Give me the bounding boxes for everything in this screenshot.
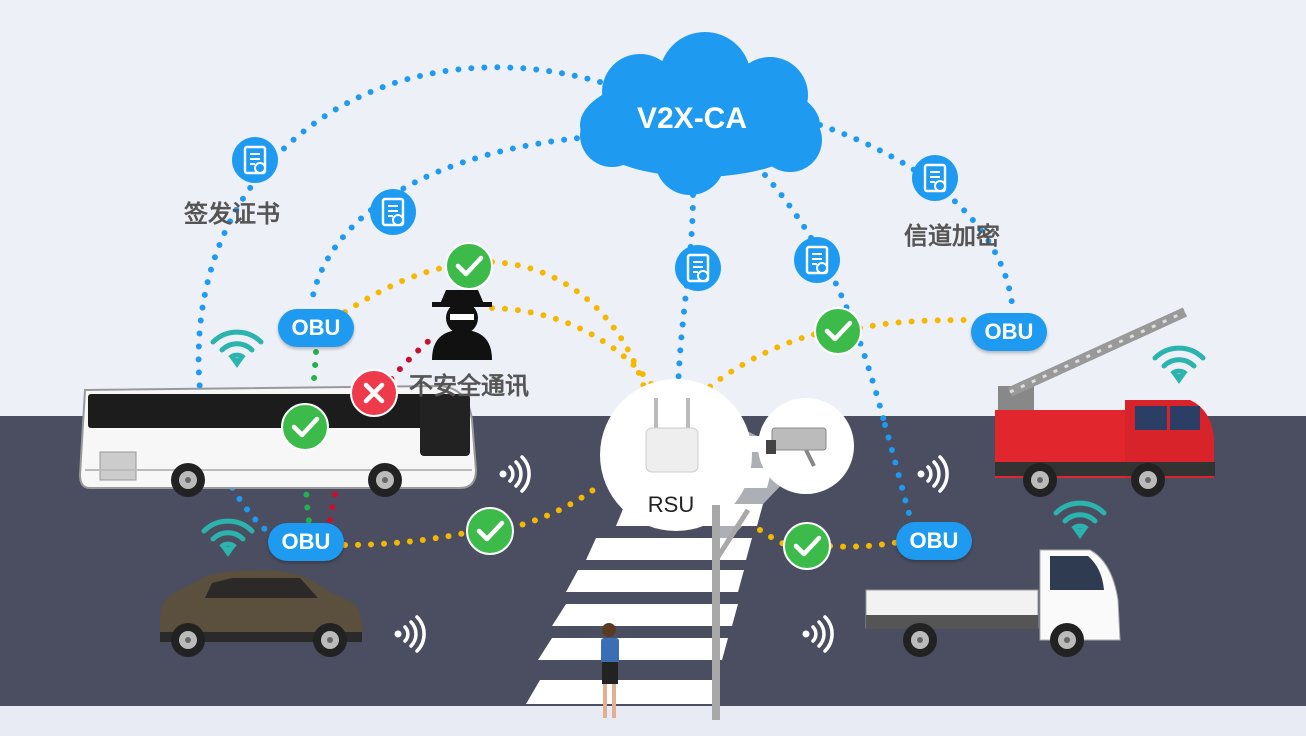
certificate-icon [368, 187, 418, 237]
certificate-icon [910, 153, 960, 203]
pole-arm [713, 508, 751, 562]
fire-truck [995, 307, 1215, 497]
rsu-label: RSU [648, 492, 694, 517]
secure-check-icon [467, 508, 513, 554]
pedestrian [601, 623, 619, 718]
certificate-icon [792, 235, 842, 285]
secure-check-icon [784, 523, 830, 569]
sidewalk [0, 706, 1306, 736]
v2x-ca-label: V2X-CA [637, 102, 747, 135]
issue-cert-label: 签发证书 [184, 200, 280, 228]
obu-truck: OBU [896, 522, 972, 560]
insecure-comm-label: 不安全通讯 [409, 372, 529, 400]
bus [78, 384, 478, 497]
insecure-cross-icon [350, 369, 398, 417]
certificate-icon [673, 243, 723, 293]
obu-bus: OBU [278, 309, 354, 347]
camera-icon [766, 427, 827, 467]
secure-check-icon [282, 404, 328, 450]
obu-car: OBU [268, 523, 344, 561]
channel-encrypt-label: 信道加密 [904, 222, 1000, 250]
pickup-truck [865, 549, 1121, 657]
insecure-link [327, 335, 435, 523]
secure-check-icon [446, 243, 492, 289]
obu-fire-truck: OBU [971, 313, 1047, 351]
pole [712, 505, 720, 720]
car [160, 570, 363, 657]
certificate-icon [230, 135, 280, 185]
v2x-ca-cloud [580, 32, 822, 195]
hacker-icon [432, 290, 492, 360]
rsu-device [645, 398, 699, 473]
secure-check-icon [815, 308, 861, 354]
